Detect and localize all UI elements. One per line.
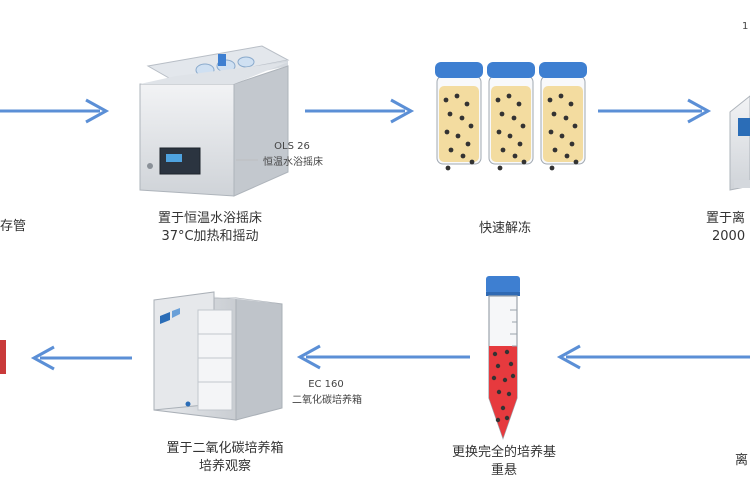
incubator-step-label-line1: 置于二氧化碳培养箱 — [166, 441, 284, 456]
step0-label: 存管 — [0, 219, 27, 234]
vial-1 — [435, 62, 483, 171]
conical-tube-red-media-image — [486, 276, 520, 440]
step3-label-line2: 2000 — [712, 229, 746, 244]
thawed-vials-image — [435, 62, 587, 171]
arrow-left-2 — [296, 344, 470, 370]
arrow-left-1 — [30, 345, 132, 371]
co2-incubator-image — [153, 291, 283, 421]
incubator-step-label-line2: 培养观察 — [198, 459, 251, 474]
bath-model-label: OLS 26 — [274, 141, 310, 152]
incubator-name-label: 二氧化碳培养箱 — [292, 395, 362, 406]
water-bath-shaker-image — [139, 45, 290, 197]
arrow-right-3 — [598, 98, 712, 124]
incubator-model-label: EC 160 — [308, 379, 344, 390]
step2-label: 快速解冻 — [478, 221, 531, 236]
corner-mark: 1 — [742, 21, 749, 32]
vial-3 — [539, 62, 587, 171]
bath-name-label: 恒温水浴摇床 — [263, 157, 323, 168]
right-step-label: 离 — [735, 453, 749, 468]
arrow-left-3 — [556, 344, 750, 370]
centrifuge-image — [729, 95, 750, 191]
arrow-right-1 — [0, 98, 110, 124]
vial-2 — [487, 62, 535, 171]
step1-label-line1: 置于恒温水浴摇床 — [157, 211, 262, 226]
step1-label-line2: 37°C加热和摇动 — [161, 229, 259, 244]
tube-step-label-line1: 更换完全的培养基 — [451, 445, 556, 460]
tube-step-label-line2: 重悬 — [490, 463, 517, 478]
left-edge-device-image — [0, 340, 6, 374]
arrow-right-2 — [305, 98, 415, 124]
step3-label-line1: 置于离 — [706, 211, 746, 226]
